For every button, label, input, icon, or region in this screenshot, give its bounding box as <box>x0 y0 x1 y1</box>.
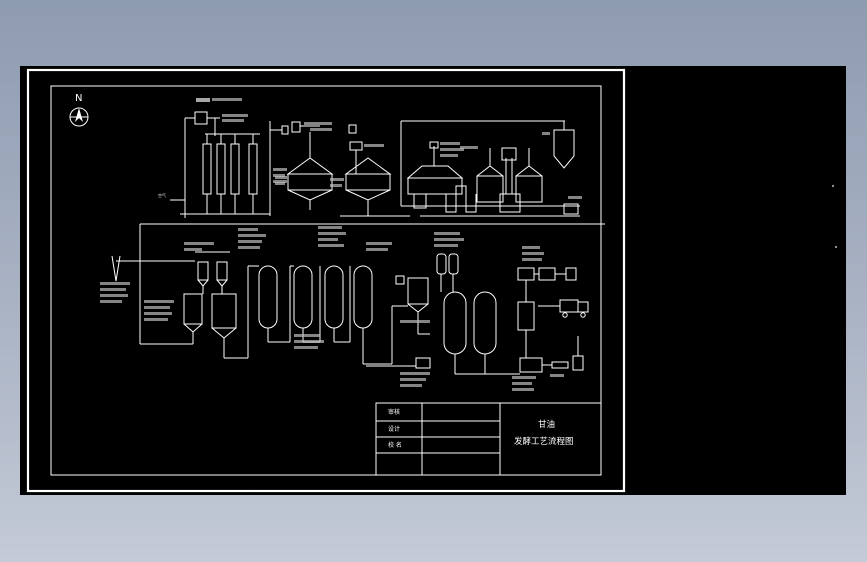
medium-prep-section <box>400 120 582 217</box>
distill-column-1 <box>443 291 467 355</box>
product-tank <box>517 301 535 331</box>
mixing-tank-2 <box>515 175 543 203</box>
medium-pump <box>563 203 579 215</box>
drawing-title-line2: 发酵工艺流程图 <box>514 436 574 447</box>
sheet-inner-border <box>50 85 602 476</box>
batching-tank <box>407 177 463 195</box>
air-filter-3 <box>230 143 240 195</box>
north-label: N <box>75 93 82 104</box>
cursor-crosshair-icon <box>832 185 837 248</box>
separator-tank <box>407 277 429 305</box>
mixing-tank-1 <box>476 175 504 203</box>
distill-column-2 <box>473 291 497 355</box>
air-filter-section: 空气 <box>158 98 287 218</box>
title-block-row-design: 设计 <box>388 425 400 433</box>
fermenter-column-3 <box>324 265 344 329</box>
separation-section <box>366 232 520 387</box>
main-fermenter-row <box>238 226 393 365</box>
feed-hopper <box>553 129 575 169</box>
fermenter-1 <box>183 293 203 325</box>
air-filter-1 <box>202 143 212 195</box>
title-block-row-review: 审核 <box>388 408 400 416</box>
fermenter-column-1 <box>258 265 278 329</box>
fermenter-column-4 <box>353 265 373 329</box>
title-block: 审核 设计 校 名 甘油 发酵工艺流程图 <box>375 402 602 476</box>
process-flow-diagram: N 空气 <box>26 68 837 493</box>
packaging-section <box>512 246 589 391</box>
air-inlet-label: 空气 <box>158 192 166 198</box>
air-compressor <box>194 111 208 125</box>
seed-tank-1 <box>287 173 333 191</box>
truck-icon <box>559 299 579 313</box>
fermenter-column-2 <box>293 265 313 329</box>
north-arrow-icon: N <box>69 93 89 127</box>
fermenter-2 <box>211 293 237 329</box>
title-block-row-school: 校 名 <box>388 441 402 449</box>
seed-tank-section <box>269 121 410 217</box>
sheet-outer-border <box>26 68 626 493</box>
air-filter-4 <box>248 143 258 195</box>
fermentation-section <box>100 242 248 359</box>
air-filter-2 <box>216 143 226 195</box>
sterilizer-coil <box>445 185 477 213</box>
drawing-title-line1: 甘油 <box>538 419 555 430</box>
cad-viewport[interactable]: N 空气 <box>20 66 846 495</box>
seed-tank-2 <box>345 173 391 191</box>
packing-machine <box>519 357 543 373</box>
